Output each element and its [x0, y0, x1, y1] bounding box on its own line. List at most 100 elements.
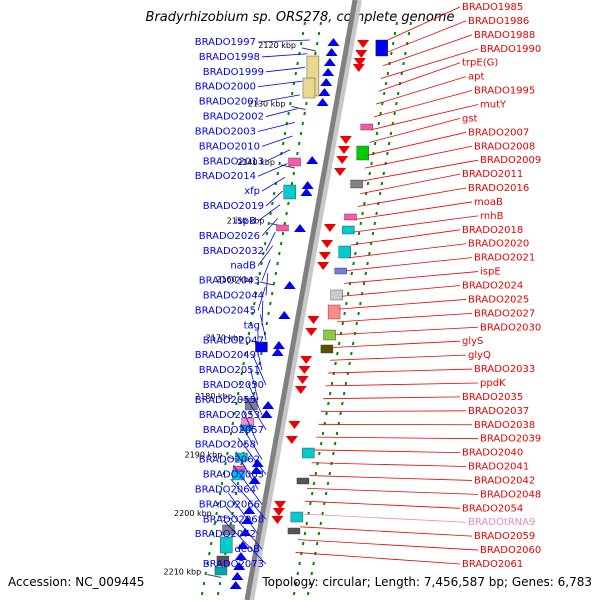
track-dot [402, 61, 405, 66]
track-dot [267, 221, 271, 226]
scale-tick-label: 2120 kbp [258, 41, 296, 50]
track-dot [319, 441, 323, 446]
gene-leader-line [362, 159, 479, 182]
track-dot [366, 181, 370, 186]
scale-tick [207, 574, 222, 578]
reverse-gene-arrow [323, 224, 336, 232]
track-dot [400, 71, 404, 76]
gene-leader-line [376, 76, 467, 105]
gene-leader-line [257, 245, 274, 266]
gene-label: BRADOtRNA9 [468, 517, 535, 528]
forward-gene-block [232, 469, 245, 481]
track-dot [357, 311, 360, 316]
gene-leader-line [257, 286, 266, 311]
gene-leader-line [300, 526, 473, 537]
reverse-gene-arrow [300, 356, 313, 364]
reverse-gene-arrow [274, 501, 287, 509]
track-dot [314, 471, 318, 476]
track-dot [334, 361, 337, 366]
gene-leader-line [353, 215, 479, 233]
track-dot [371, 231, 375, 236]
gene-label: BRADO2025 [468, 294, 529, 305]
track-dot [292, 171, 296, 176]
track-dot [335, 431, 339, 436]
gene-label: BRADO2032 [203, 246, 264, 257]
forward-gene-block [283, 184, 296, 200]
track-dot [226, 451, 229, 456]
scale-tick-label: 2180 kbp [195, 392, 233, 401]
track-dot [278, 161, 281, 166]
forward-gene-block [216, 555, 230, 567]
track-dot [407, 31, 411, 36]
forward-gene-arrow [243, 506, 256, 514]
gene-leader-line [369, 118, 461, 143]
gene-label: BRADO2027 [474, 308, 535, 319]
gene-label: BRADO2037 [468, 406, 529, 417]
forward-gene-arrow [248, 476, 261, 484]
track-dot [355, 241, 359, 246]
track-dot [281, 231, 285, 236]
genome-title: Bradyrhizobium sp. ORS278, complete geno… [145, 10, 455, 25]
track-dot [236, 391, 240, 396]
gene-label: BRADO2055 [195, 395, 256, 406]
track-dot [362, 281, 366, 286]
reverse-gene-arrow [338, 146, 350, 154]
forward-gene-arrow [283, 281, 296, 289]
track-dot [357, 231, 361, 236]
gene-label: ispB [235, 216, 256, 227]
track-dot [274, 271, 278, 276]
gene-leader-line [261, 176, 286, 192]
gene-label: BRADO2040 [462, 448, 523, 459]
track-dot [265, 321, 269, 326]
reverse-gene-arrow [271, 516, 284, 524]
forward-gene-block [302, 77, 316, 99]
backbone-shadow [248, 0, 362, 600]
gene-leader-line [265, 149, 291, 162]
track-dot [251, 311, 254, 316]
gene-leader-line [355, 201, 473, 220]
gene-leader-line [387, 6, 461, 41]
reverse-gene-arrow [272, 508, 285, 516]
track-dot [276, 261, 279, 266]
track-dot [233, 411, 236, 416]
gene-label: BRADO2035 [462, 392, 523, 403]
track-dot [344, 381, 348, 386]
gene-leader-line [325, 382, 479, 387]
track-dot [296, 571, 300, 576]
track-dot [328, 471, 332, 476]
gene-leader-line [255, 341, 263, 371]
track-dot [299, 131, 303, 136]
track-dot [370, 161, 373, 166]
reverse-gene-arrow [339, 136, 352, 144]
gene-label: BRADO2030 [480, 322, 541, 333]
reverse-gene-block [360, 123, 373, 131]
track-dot [200, 591, 204, 596]
track-dot [346, 291, 350, 296]
track-dot [283, 221, 287, 226]
track-dot [354, 251, 357, 256]
track-dot [265, 231, 269, 236]
gene-label: BRADO2053 [199, 410, 260, 421]
track-dot [325, 411, 328, 416]
gene-leader-line [252, 355, 267, 386]
gene-leader-line [225, 506, 263, 550]
track-dot [238, 381, 242, 386]
gene-label: BRADO2054 [462, 503, 523, 514]
gene-label: glyQ [468, 350, 491, 361]
reverse-gene-block [375, 39, 388, 57]
track-dot [242, 361, 245, 366]
track-dot [297, 141, 301, 146]
gene-label: BRADO2063 [203, 470, 264, 481]
track-dot [299, 41, 303, 46]
track-dot [276, 171, 280, 176]
track-dot [278, 251, 281, 256]
track-dot [229, 521, 233, 526]
genome-summary: Topology: circular; Length: 7,456,587 bp… [262, 575, 592, 589]
gene-label: BRADO2043 [199, 276, 260, 287]
track-dot [339, 411, 342, 416]
track-dot [316, 461, 319, 466]
gene-leader-line [337, 312, 473, 323]
gene-leader-line [346, 257, 473, 271]
track-dot [393, 111, 396, 116]
